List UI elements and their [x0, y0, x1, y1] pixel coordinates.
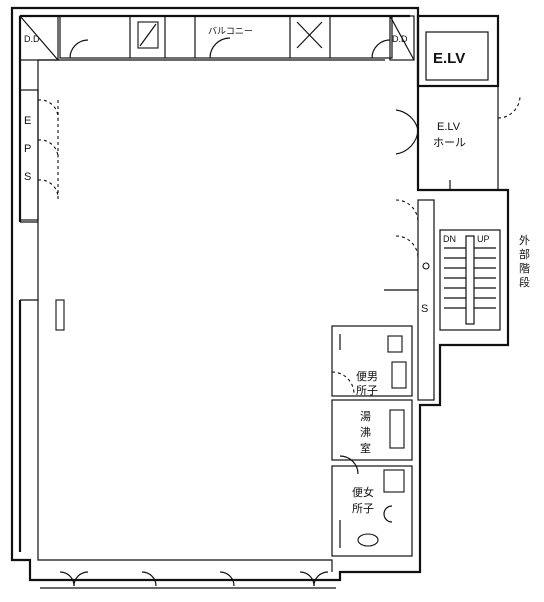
stairwell: DN UP 外 部 階 段	[439, 229, 530, 331]
eps-letter-e: E	[24, 115, 31, 127]
wall-openings	[20, 221, 65, 331]
stair-up-label: UP	[477, 234, 490, 244]
duct-left: D.D	[19, 15, 59, 61]
eps-letter-s: S	[24, 171, 31, 183]
kitchen-label-3: 室	[360, 441, 371, 455]
duct-right-label: D.D	[392, 34, 408, 44]
balcony-strip: バルコニー	[59, 15, 393, 59]
mens-toilet-label-2: 所子	[356, 384, 378, 397]
duct-right: D.D	[389, 15, 415, 61]
elevator-hall-label-1: E.LV	[437, 121, 461, 133]
mens-toilet-label-1: 便男	[356, 370, 378, 383]
duct-left-label: D.D	[24, 34, 40, 44]
elevator-hall-label-2: ホール	[433, 136, 466, 149]
kitchen-label-1: 湯	[360, 410, 371, 423]
elevator-hall: E.LV ホール	[395, 85, 521, 191]
external-stair-label-2: 部	[519, 247, 530, 261]
external-stair-label-3: 階	[519, 261, 530, 275]
mens-toilet: 便男 所子	[331, 325, 413, 397]
womens-toilet-label-2: 所子	[352, 502, 374, 515]
corridor-shaft: S	[384, 199, 435, 401]
womens-toilet: 便女 所子	[331, 465, 413, 557]
stair-dn-label: DN	[443, 234, 456, 244]
shaft-s-label: S	[421, 303, 428, 315]
eps-letter-p: P	[24, 143, 31, 155]
kitchen-label-2: 沸	[360, 426, 371, 439]
balcony-label: バルコニー	[208, 26, 253, 36]
kitchenette: 湯 沸 室	[331, 399, 413, 475]
womens-toilet-label-1: 便女	[352, 485, 374, 499]
external-stair-label-4: 段	[519, 275, 530, 289]
external-stair-label-1: 外	[519, 234, 530, 247]
bottom-doors	[40, 571, 336, 589]
eps-shaft: E P S	[19, 89, 59, 221]
elevator-shaft: E.LV	[416, 14, 500, 88]
elevator-label: E.LV	[433, 50, 465, 67]
